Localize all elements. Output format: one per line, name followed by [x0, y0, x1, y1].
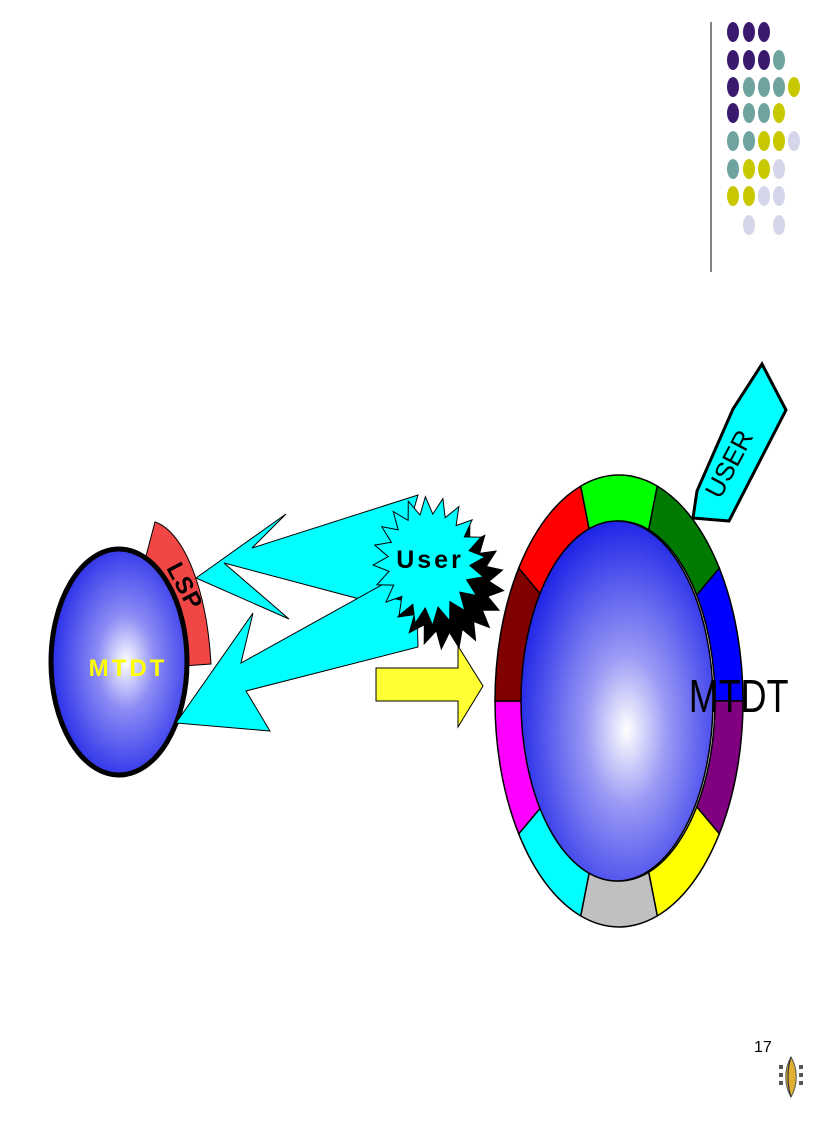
decor-dot	[727, 22, 739, 42]
page-number: 17	[754, 1039, 772, 1056]
decor-dot	[758, 159, 770, 179]
decor-dot	[773, 103, 785, 123]
decor-dot	[758, 131, 770, 151]
decor-dot	[758, 50, 770, 70]
decor-dot	[773, 77, 785, 97]
decor-dot	[743, 22, 755, 42]
decor-dot	[758, 103, 770, 123]
decor-dot	[788, 131, 800, 151]
small-mtdt-label: MTDT	[89, 655, 168, 682]
user-starburst-label: User	[396, 546, 464, 574]
signal-arrows	[175, 494, 419, 732]
decor-dot	[727, 131, 739, 151]
decor-dot	[758, 22, 770, 42]
user-input-arrow	[691, 361, 788, 523]
decor-dot	[758, 186, 770, 206]
decor-dot	[743, 50, 755, 70]
small-mtdt-sphere	[48, 546, 190, 778]
decor-dot	[743, 159, 755, 179]
decor-dot	[773, 50, 785, 70]
decor-dot	[743, 77, 755, 97]
user-starburst	[371, 495, 487, 627]
decor-dot	[743, 215, 755, 235]
decor-dot	[773, 159, 785, 179]
big-mtdt-label: MTDT	[689, 671, 789, 722]
decor-dot	[727, 186, 739, 206]
slide-nav-icon[interactable]	[778, 1055, 804, 1099]
decor-dot	[758, 77, 770, 97]
decor-dot	[788, 77, 800, 97]
decor-dot	[773, 186, 785, 206]
decor-dot	[727, 77, 739, 97]
decor-dot	[743, 131, 755, 151]
big-mtdt-core	[520, 520, 714, 882]
decor-dot	[727, 50, 739, 70]
decor-dot	[773, 215, 785, 235]
decor-dot	[743, 103, 755, 123]
right-arrow	[375, 644, 484, 729]
lower-signal-arrow	[175, 565, 419, 732]
decor-dot	[743, 186, 755, 206]
dot-grid-icon	[727, 22, 800, 235]
decor-dot	[773, 131, 785, 151]
decor-dot	[727, 103, 739, 123]
decor-dot	[727, 159, 739, 179]
